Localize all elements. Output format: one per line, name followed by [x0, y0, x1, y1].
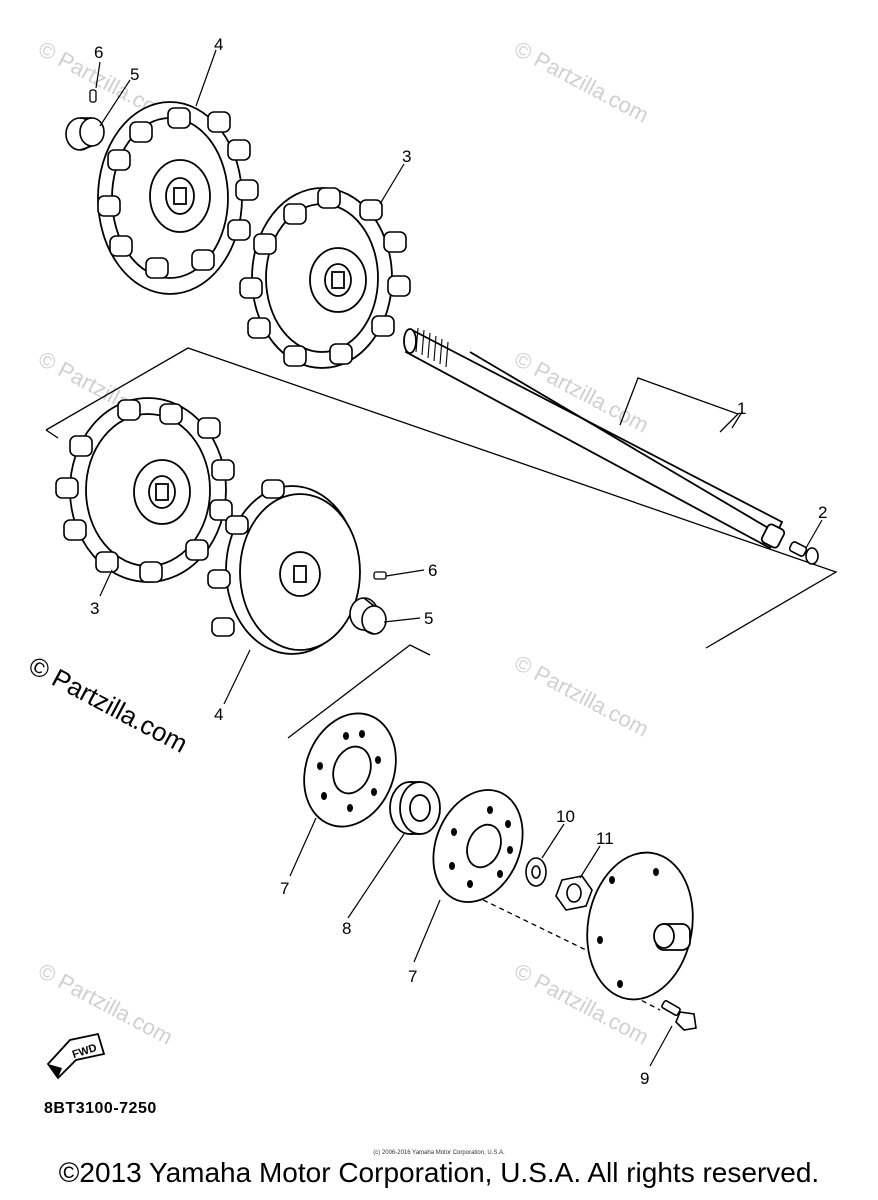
- fwd-arrow: FWD: [46, 1032, 106, 1080]
- lower-collar: [349, 597, 387, 635]
- lower-spring-pin: [373, 571, 387, 580]
- flange-bolt: [661, 999, 697, 1031]
- lower-idler-wheel: [225, 485, 361, 655]
- upper-wheel-teeth: [97, 107, 259, 279]
- upper-idler-wheel: [97, 101, 243, 295]
- upper-sprocket: [251, 187, 393, 369]
- right-flange-plate: [432, 789, 524, 903]
- upper-spring-pin: [89, 89, 97, 103]
- callout-5-lower: 5: [424, 609, 433, 628]
- hub-flange: [586, 851, 694, 1001]
- copyright-notice: ©2013 Yamaha Motor Corporation, U.S.A. A…: [58, 1157, 820, 1188]
- callout-4-upper: 4: [214, 35, 223, 54]
- nut: [555, 875, 593, 911]
- callout-10: 10: [556, 807, 575, 826]
- fine-print: (c) 2006-2016 Yamaha Motor Corporation, …: [373, 1150, 505, 1156]
- callout-6-lower: 6: [428, 561, 437, 580]
- callout-numbers: 1 2 3 3 4 4 5 5 6 6 7 7 8 9 10 11: [90, 35, 827, 1088]
- callout-3-upper: 3: [402, 147, 411, 166]
- part-code: 8BT3100-7250: [44, 1100, 157, 1117]
- callout-9: 9: [640, 1069, 649, 1088]
- callout-4-lower: 4: [214, 705, 223, 724]
- upper-collar: [65, 117, 105, 151]
- callout-11: 11: [596, 829, 614, 848]
- lower-sprocket-teeth: [55, 399, 235, 583]
- leader-lines: [95, 49, 823, 1067]
- washer: [525, 857, 547, 887]
- callout-5-upper: 5: [130, 65, 139, 84]
- lower-wheel-teeth: [207, 479, 285, 637]
- callout-3-lower: 3: [90, 599, 99, 618]
- upper-sprocket-teeth: [239, 187, 411, 367]
- callout-7-left: 7: [280, 879, 289, 898]
- callout-8: 8: [342, 919, 351, 938]
- callout-7-right: 7: [408, 967, 417, 986]
- callout-6-upper: 6: [94, 43, 103, 62]
- bearing: [389, 781, 441, 835]
- callout-1: 1: [737, 399, 746, 418]
- end-bolt: [788, 541, 819, 565]
- left-flange-plate: [303, 712, 397, 828]
- callout-2: 2: [818, 503, 827, 522]
- drive-shaft: [403, 327, 786, 550]
